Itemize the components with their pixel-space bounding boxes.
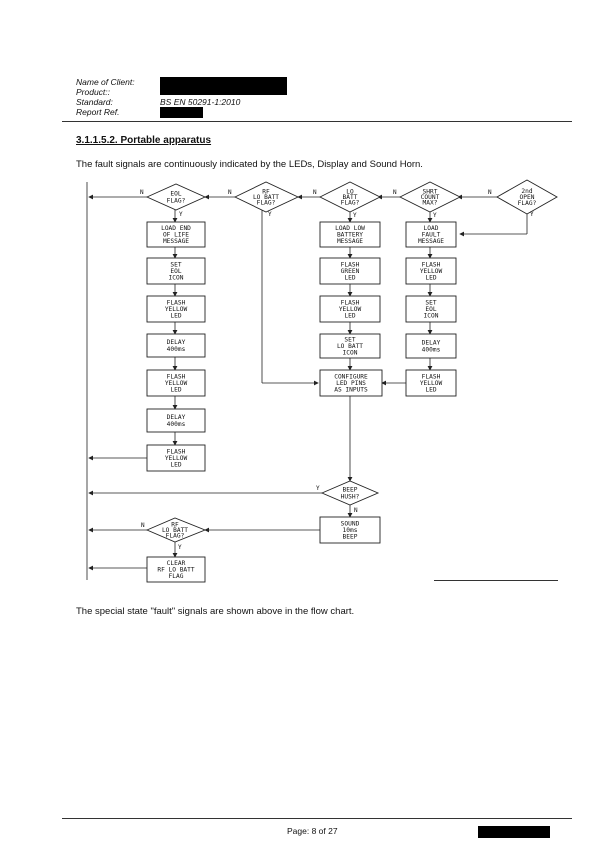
- no-branch-label: N: [393, 189, 397, 196]
- yes-branch-label: Y: [178, 544, 182, 551]
- no-branch-label: N: [140, 189, 144, 196]
- box-configure-led-pins: [319, 369, 383, 397]
- standard-value: BS EN 50291-1:2010: [160, 97, 241, 107]
- no-branch-label: N: [141, 522, 145, 529]
- box-flash-yellow-c2: [319, 295, 381, 323]
- decision-rf-lo-batt-flag: [233, 181, 300, 213]
- box-load-low-battery: [319, 221, 381, 248]
- section-heading: 3.1.1.5.2. Portable apparatus: [76, 135, 212, 146]
- decision-lo-batt-flag: [318, 181, 382, 213]
- box-flash-yellow-c3a: [405, 257, 457, 285]
- box-flash-green: [319, 257, 381, 285]
- box-delay-1: [146, 333, 206, 358]
- box-flash-yellow-1: [146, 295, 206, 323]
- standard-label: Standard:: [76, 97, 113, 107]
- decision-2nd-open-flag: [496, 179, 558, 215]
- yes-branch-label: Y: [179, 211, 183, 218]
- decision-shrt-count-max: [398, 181, 462, 213]
- redacted-footer: [478, 826, 550, 838]
- yes-branch-label: Y: [353, 212, 357, 219]
- redacted-client-block: [160, 77, 287, 95]
- box-delay-2: [146, 408, 206, 433]
- decision-rf-lo-batt-flag-2: [145, 517, 207, 543]
- report-header: Name of Client: Product:: Standard: BS E…: [76, 77, 376, 123]
- redacted-report-ref: [160, 107, 203, 118]
- header-divider: [62, 121, 572, 122]
- box-flash-yellow-2: [146, 369, 206, 397]
- yes-branch-label: Y: [316, 485, 320, 492]
- decision-beep-hush: [320, 480, 380, 506]
- yes-branch-label: Y: [433, 212, 437, 219]
- box-sound-beep: [319, 516, 381, 544]
- closing-paragraph: The special state "fault" signals are sh…: [76, 606, 355, 617]
- no-branch-label: N: [488, 189, 492, 196]
- no-branch-label: N: [313, 189, 317, 196]
- product-label: Product::: [76, 87, 111, 97]
- client-label: Name of Client:: [76, 77, 135, 87]
- box-clear-rf-flag: [146, 556, 206, 583]
- box-set-eol-icon-c3: [405, 295, 457, 323]
- no-branch-label: N: [354, 507, 358, 514]
- box-flash-yellow-c3b: [405, 369, 457, 397]
- box-delay-c3: [405, 333, 457, 359]
- footer-divider: [62, 818, 572, 819]
- side-rule: [434, 580, 558, 581]
- box-load-fault: [405, 221, 457, 248]
- intro-paragraph: The fault signals are continuously indic…: [76, 159, 423, 170]
- decision-eol-flag: [145, 183, 207, 211]
- report-ref-label: Report Ref.: [76, 107, 120, 117]
- yes-branch-label: Y: [530, 211, 534, 218]
- box-set-eol-icon-1: [146, 257, 206, 285]
- box-set-lo-batt-icon: [319, 333, 381, 359]
- box-load-end-of-life: [146, 221, 206, 248]
- yes-branch-label: Y: [268, 211, 272, 218]
- no-branch-label: N: [228, 189, 232, 196]
- box-flash-yellow-3: [146, 444, 206, 472]
- page-number: Page: 8 of 27: [287, 826, 338, 836]
